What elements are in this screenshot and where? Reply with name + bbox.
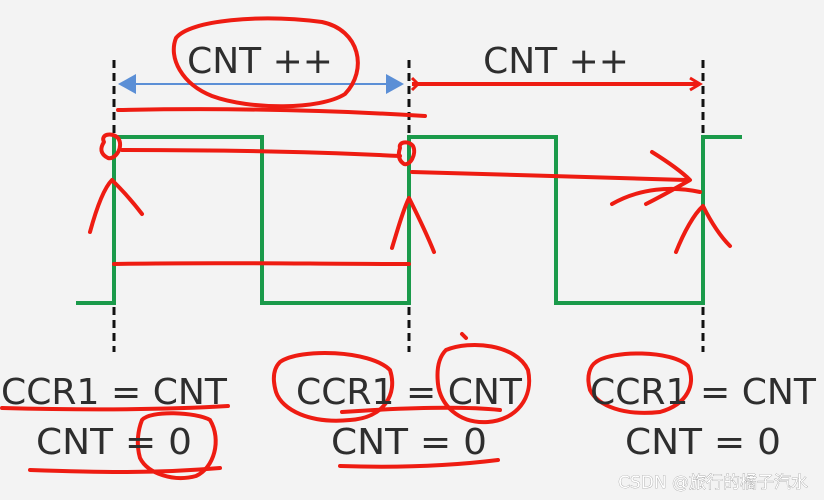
interval-1-label: CNT ++ <box>187 41 333 82</box>
rising-mark-3 <box>674 204 732 254</box>
red-annotations <box>0 16 732 480</box>
circle-ccr-3 <box>586 351 693 415</box>
edge-2-cnt-label: CNT = 0 <box>331 422 487 463</box>
underline-cnt-2 <box>340 405 502 414</box>
rising-hook-3 <box>610 186 702 206</box>
trace-arrowhead-2 <box>644 150 692 206</box>
tick-mark <box>460 332 468 340</box>
underline-interval-1 <box>116 107 427 118</box>
trace-arrow-1 <box>120 148 402 158</box>
circle-cnt-2 <box>435 343 532 425</box>
interval-2-label: CNT ++ <box>483 41 629 82</box>
trace-arrow-2 <box>410 170 688 182</box>
edge-3-ccr-label: CCR1 = CNT <box>590 372 817 413</box>
underline-zero-2 <box>338 458 500 469</box>
input-signal-waveform <box>76 135 742 305</box>
rising-mark-1 <box>88 178 144 234</box>
rising-mark-2 <box>390 196 436 254</box>
edge-1-ccr-label: CCR1 = CNT <box>1 372 228 413</box>
circle-zero-1 <box>135 411 218 480</box>
underline-ccr-1 <box>0 404 230 412</box>
interval-arrow-2 <box>410 76 703 92</box>
circle-ccr-2 <box>271 350 395 423</box>
edge-1-cnt-label: CNT = 0 <box>36 422 192 463</box>
dot-edge-2 <box>396 140 417 167</box>
dot-edge-1 <box>99 132 123 161</box>
underline-cnt-1 <box>28 466 222 474</box>
watermark: CSDN @旅行的橘子汽水 <box>618 473 808 493</box>
edge-2-ccr-label: CCR1 = CNT <box>296 372 523 413</box>
baseline-trace <box>112 261 411 266</box>
circle-top-label <box>171 16 360 109</box>
edge-3-cnt-label: CNT = 0 <box>625 422 781 463</box>
